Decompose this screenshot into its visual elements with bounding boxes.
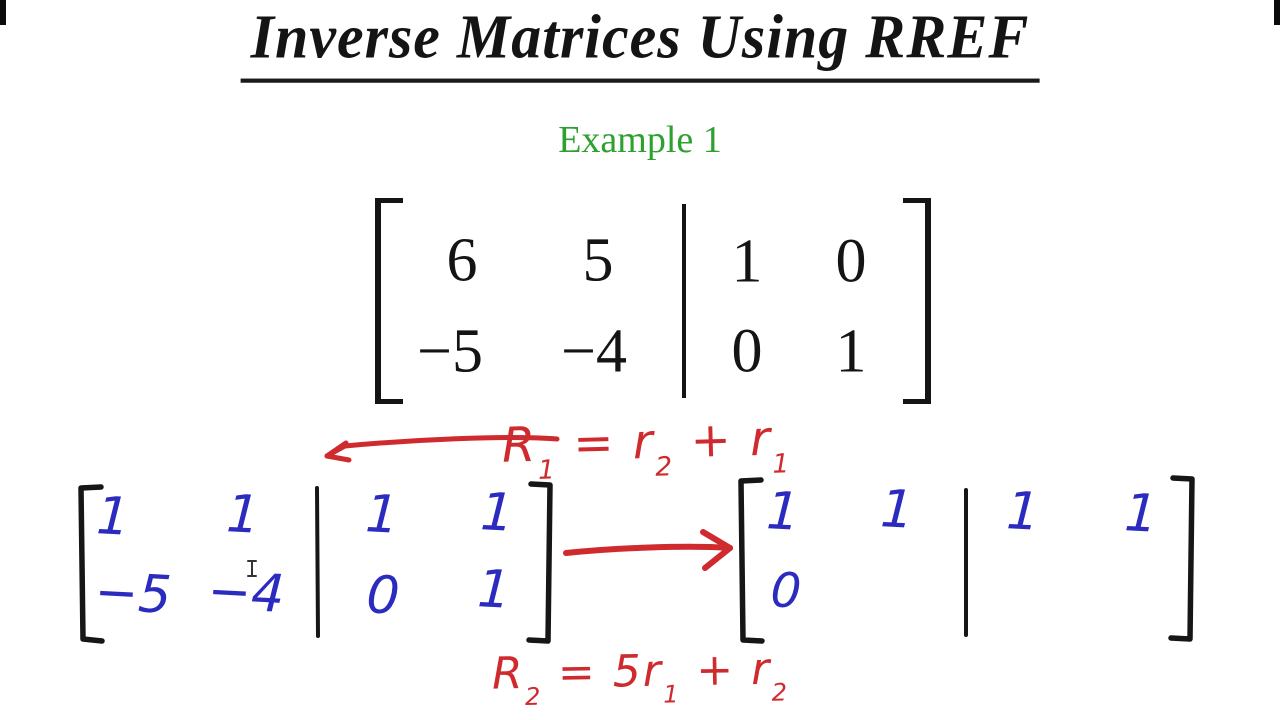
rowop1-sub: 2: [654, 451, 675, 483]
row-op-1-label: R1 = r2 + r1: [501, 410, 792, 486]
hand-left-matrix-right-bracket: [526, 481, 553, 644]
hand-left-cell-r1c4: 1: [478, 482, 516, 544]
printed-cell-r2c4: 1: [835, 317, 867, 386]
rowop2-text: = 5r: [541, 645, 664, 699]
printed-cell-r2c1: −5: [417, 317, 483, 386]
rowop1-sub: 1: [772, 448, 792, 480]
example-label: Example 1: [558, 119, 722, 161]
title-block: Inverse Matrices Using RREF: [240, 3, 1040, 83]
top-left-corner-tick: [0, 0, 6, 25]
hand-left-cell-r2c2: −4: [206, 561, 286, 625]
hand-right-cell-r1c3: 1: [1004, 481, 1042, 543]
rowop1-sub: 1: [537, 454, 558, 486]
hand-left-cell-r1c1: 1: [94, 486, 132, 548]
printed-cell-r1c2: 5: [582, 226, 614, 295]
hand-left-cell-r1c2: 1: [224, 484, 262, 546]
rowop2-sub: 2: [524, 682, 543, 711]
printed-cell-r2c3: 0: [731, 317, 763, 386]
rowop2-sub: 1: [663, 679, 681, 709]
printed-cell-r2c2: −4: [561, 317, 627, 386]
printed-matrix-augment-divider: [682, 204, 686, 398]
printed-cell-r1c4: 0: [835, 227, 867, 296]
hand-left-cell-r2c4: 1: [475, 559, 513, 621]
rowop1-text: R: [501, 416, 539, 474]
hand-right-matrix-left-bracket: [738, 477, 765, 644]
hand-left-cell-r2c3: 0: [364, 565, 402, 627]
hand-left-cell-r2c1: −5: [93, 562, 173, 626]
hand-left-cell-r1c3: 1: [363, 484, 401, 546]
row-op-2-label: R2 = 5r1 + r2: [491, 643, 790, 711]
rowop2-sub: 2: [771, 677, 790, 707]
transform-right-arrow-icon: [563, 529, 733, 571]
printed-matrix-right-bracket: [903, 198, 931, 404]
rowop2-text: + r: [679, 643, 772, 697]
printed-matrix-left-bracket: [375, 198, 403, 404]
hand-left-matrix-augment-divider: [315, 486, 320, 638]
rowop1-text: = r: [555, 413, 656, 473]
rowop1-text: + r: [672, 410, 773, 470]
rowop2-text: R: [491, 648, 525, 700]
page-title: Inverse Matrices Using RREF: [240, 3, 1040, 83]
hand-right-cell-r2c1: 0: [769, 562, 803, 620]
printed-cell-r1c1: 6: [446, 226, 478, 295]
hand-right-matrix-right-bracket: [1168, 475, 1195, 642]
hand-right-cell-r1c2: 1: [878, 479, 916, 541]
top-right-corner-tick: [1274, 0, 1280, 25]
hand-right-cell-r1c1: 1: [764, 481, 802, 543]
printed-cell-r1c3: 1: [731, 227, 763, 296]
hand-right-cell-r1c4: 1: [1122, 483, 1160, 545]
